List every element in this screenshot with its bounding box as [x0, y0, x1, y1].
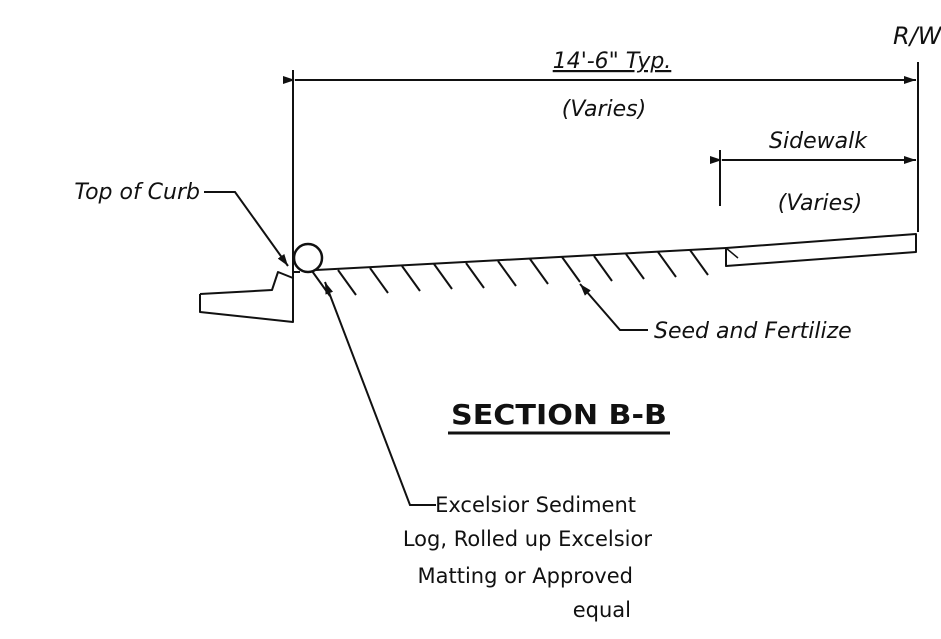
overall-varies-label: (Varies)	[562, 97, 646, 122]
curb-gutter-profile	[199, 271, 294, 323]
sidewalk-joint	[725, 247, 739, 259]
sidewalk-label: Sidewalk	[769, 129, 868, 154]
log-note-line: Excelsior Sediment	[435, 493, 636, 517]
sediment-log	[292, 242, 324, 274]
seed-note: Seed and Fertilize	[654, 319, 852, 344]
overall-width-label: 14'-6" Typ.	[553, 49, 672, 74]
ground-slope-line	[315, 247, 727, 271]
log-note: Excelsior Sediment Log, Rolled up Excels…	[403, 493, 653, 622]
log-note-line: Matting or Approved	[418, 564, 634, 588]
seed-leader	[579, 283, 648, 331]
seed-hatching	[311, 249, 709, 297]
log-note-line: equal	[573, 598, 631, 622]
top-of-curb-leader	[204, 191, 289, 267]
sidewalk-slab	[725, 233, 917, 267]
top-of-curb-label: Top of Curb	[74, 180, 200, 205]
sidewalk-varies-label: (Varies)	[778, 191, 862, 216]
log-note-line: Log, Rolled up Excelsior	[403, 527, 653, 551]
section-title: SECTION B-B	[451, 398, 667, 431]
row-label: R/W	[893, 22, 941, 50]
log-leader	[324, 281, 436, 506]
